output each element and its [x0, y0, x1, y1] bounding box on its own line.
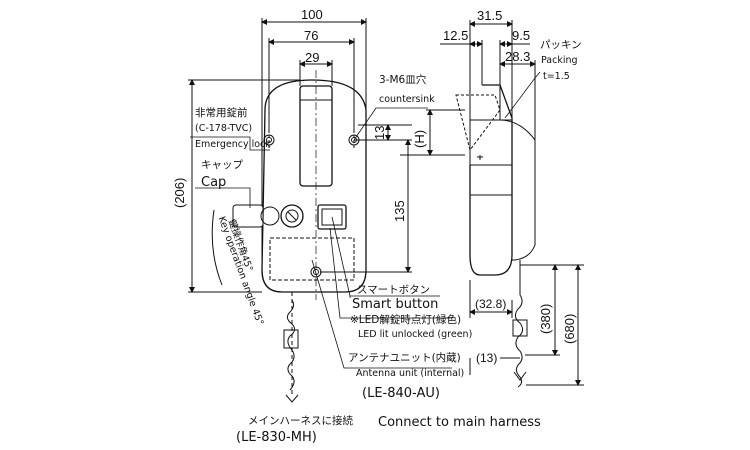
dim-height-13: 13 [372, 125, 387, 140]
emergency-lock-label-en: Emergency lock [195, 139, 271, 150]
emergency-lock-model: (C-178-TVC) [195, 123, 253, 134]
emergency-lock-label-jp: 非常用錠前 [195, 107, 248, 119]
dim-width-29: 29 [305, 50, 320, 65]
countersink-label-jp: 3-M6皿穴 [379, 74, 427, 86]
front-harness-cable [283, 292, 299, 403]
front-view-body [261, 79, 367, 293]
dim-side-13: (13) [476, 351, 498, 365]
dim-width-76: 76 [304, 28, 319, 43]
emergency-lock [232, 204, 304, 228]
packing-label-jp: パッキン [540, 39, 582, 51]
smart-button-label-en: Smart button [352, 297, 439, 312]
dim-side-680: (680) [562, 313, 577, 344]
antenna-label-en: Antenna unit (internal) [356, 368, 465, 379]
dim-width-100: 100 [301, 7, 323, 22]
cap-label-en: Cap [201, 175, 227, 190]
harness-label-jp: メインハーネスに接続 [248, 415, 353, 427]
smart-button [317, 204, 347, 230]
dim-side-28-3: 28.3 [505, 49, 531, 64]
led-label-en: LED lit unlocked (green) [358, 329, 473, 340]
antenna-model: (LE-840-AU) [362, 386, 440, 401]
side-view-body [455, 84, 536, 276]
packing-label-en: Packing [541, 55, 578, 66]
key-angle-arc [211, 209, 223, 286]
countersink-holes [263, 130, 360, 278]
dimension-lines-front [188, 18, 465, 293]
dim-height-H: (H) [412, 129, 427, 148]
leader-lines-front [190, 107, 452, 369]
dim-height-206: (206) [172, 177, 187, 208]
antenna-area [269, 237, 355, 281]
smart-button-label-jp: スマートボタン [357, 284, 431, 296]
side-harness-cable [512, 260, 528, 388]
harness-label-en: Connect to main harness [378, 415, 541, 430]
dim-side-380: (380) [538, 303, 553, 334]
antenna-label-jp: アンテナユニット(内蔵) [348, 352, 461, 364]
dim-side-32-8: (32.8) [475, 297, 507, 311]
dimension-lines-side [440, 20, 584, 386]
dim-height-135: 135 [392, 200, 407, 222]
countersink-label-en: countersink [379, 94, 435, 105]
dim-side-12-5: 12.5 [443, 28, 469, 43]
cap-label-jp: キャップ [201, 159, 243, 171]
dim-side-9-5: 9.5 [512, 28, 531, 43]
packing-thickness: t=1.5 [543, 71, 570, 82]
dim-side-31-5: 31.5 [477, 8, 503, 23]
harness-model: (LE-830-MH) [236, 430, 317, 445]
led-label-jp: ※LED解錠時点灯(緑色) [350, 314, 462, 326]
